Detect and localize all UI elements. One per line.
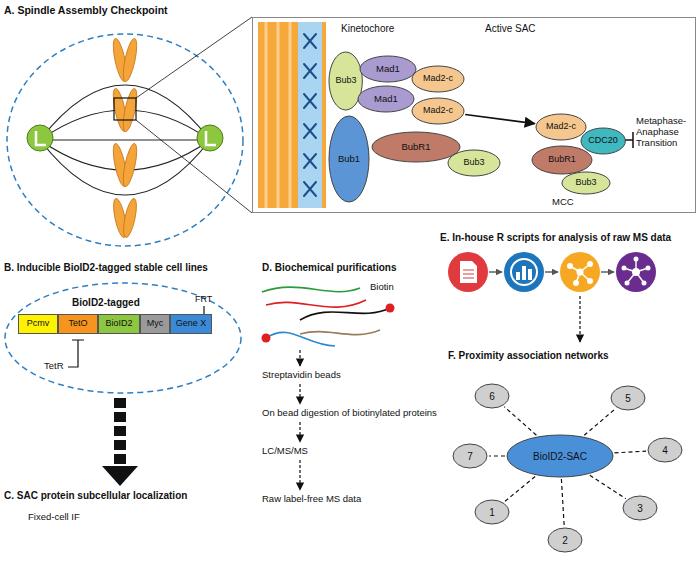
protein-oval: Mad2-c [411,65,465,93]
node-label: Pcmv [27,319,50,329]
node-label: TetO [68,319,87,329]
prey-node: 2 [547,527,583,553]
protein-oval: Mad1 [359,55,417,83]
association-line [489,455,505,456]
node-label: Bub1 [338,154,360,164]
node-label: 1 [489,507,495,518]
text-label: TetR [44,361,64,372]
panel-title: A. Spindle Assembly Checkpoint [4,4,168,16]
bait-node: BioID2-SAC [506,434,614,478]
node-label: 7 [467,451,473,462]
panel-title: D. Biochemical purifications [262,262,396,274]
text-label: Streptavidin beads [262,370,341,381]
construct-element: Gene X [170,314,212,334]
protein-oval: Mad2-c [535,113,587,141]
text-label: Fixed-cell IF [28,512,80,523]
node-label: 4 [662,445,668,456]
protein-oval: Mad2-c [411,97,465,125]
construct-element: Pcmv [18,314,58,334]
panel-title: C. SAC protein subcellular localization [4,490,187,502]
prey-node: 5 [610,385,646,411]
node-label: 3 [637,503,643,514]
assembly-arrow [465,115,535,124]
protein-oval: BubR1 [531,145,593,175]
association-line [584,409,615,436]
analysis-icons [448,252,656,292]
node-label: 6 [489,391,495,402]
text-label: Biotin [370,282,394,293]
node-label: BioID2-SAC [533,451,587,462]
text-label: FRT [195,294,212,304]
node-label: Bub3 [575,178,596,188]
prey-node: 1 [474,499,510,525]
association-line [561,479,564,526]
node-label: 5 [625,393,631,404]
panel-title: E. In-house R scripts for analysis of ra… [440,232,671,244]
association-line [590,475,626,498]
node-label: Mad2-c [546,122,576,132]
panel-label: Active SAC [485,23,536,34]
node-label: Bub3 [463,158,484,168]
protein-oval: BubR1 [371,131,461,163]
association-line [615,451,647,453]
node-label: Mad2-c [423,74,453,84]
prey-node: 6 [474,383,510,409]
kinetochore-drawing [258,22,633,208]
panel-label: BioID2-tagged [72,297,140,308]
node-label: BubR1 [548,155,576,165]
text-label: On bead digestion of biotinylated protei… [262,408,437,419]
big-arrow [102,398,138,486]
prey-node: 7 [452,443,488,469]
association-line [505,477,535,502]
association-line [504,407,536,436]
node-label: Mad1 [376,64,400,74]
panel-title: B. Inducible BioID2-tagged stable cell l… [4,262,208,274]
prey-node: 3 [622,495,658,521]
node-label: Bub3 [335,76,356,86]
node-label: Mad1 [374,94,398,104]
node-label: 2 [562,535,568,546]
node-label: Mad2-c [423,106,453,116]
mitotic-cell [7,17,252,246]
protein-oval: Bub1 [328,115,370,203]
biotinylated-peptides [262,287,395,346]
construct-element: TetO [58,314,98,334]
construct-element: BioID2 [98,314,140,334]
construct-element: Myc [140,314,170,334]
node-label: BubR1 [401,142,430,152]
text-label: LC/MS/MS [262,446,308,457]
text-label: Metaphase-Anaphase Transition [636,116,694,149]
text-label: Raw label-free MS data [262,494,361,505]
protein-oval: Bub3 [561,171,611,195]
protein-oval: Bub3 [447,149,501,177]
prey-node: 4 [647,437,683,463]
node-label: BioID2 [105,319,132,329]
text-label: MCC [552,197,574,208]
protein-oval: Mad1 [357,85,415,113]
protein-oval: CDC20 [580,127,626,155]
panel-label: Kinetochore [341,23,394,34]
node-label: Myc [147,319,164,329]
node-label: Gene X [176,319,207,329]
inset-panel: KinetochoreActive SACBub3Mad1Mad1Mad2-cM… [252,17,696,213]
panel-title: F. Proximity association networks [448,350,609,362]
node-label: CDC20 [588,136,618,146]
